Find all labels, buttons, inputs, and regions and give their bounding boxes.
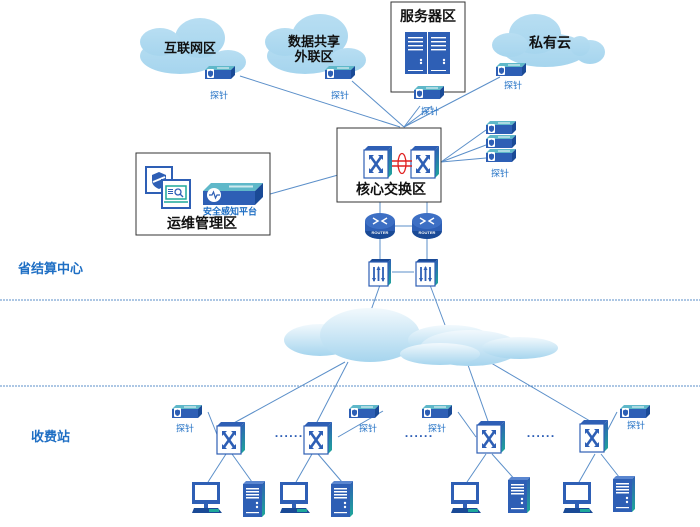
link-wan-station2: [315, 361, 349, 425]
station-switch-icon[interactable]: [302, 420, 334, 456]
link-wan-station1: [231, 361, 346, 425]
link-privatecloud-core: [403, 76, 501, 128]
core-zone-label: 核心交换区: [356, 182, 426, 198]
link-server-probe-core: [403, 105, 433, 128]
link-server-core: [403, 105, 421, 128]
probe-icon[interactable]: [172, 405, 202, 418]
private-cloud-zone-label: 私有云: [529, 35, 571, 52]
firewall-icon[interactable]: [415, 258, 439, 287]
connection-lines: [207, 75, 624, 483]
data-share-label-line2: 外联区: [294, 50, 334, 65]
server-rack-icon: [405, 32, 450, 74]
redundant-link-icon: [392, 152, 412, 175]
data-share-zone-label: 数据共享 外联区: [288, 35, 340, 65]
station-switch-icon[interactable]: [578, 418, 610, 454]
probe-label: 探针: [358, 424, 378, 435]
core-switch-icon[interactable]: [409, 144, 441, 180]
firewall-icon[interactable]: [368, 258, 392, 287]
probe-label: 探针: [209, 91, 229, 102]
probe-icon[interactable]: [325, 66, 355, 79]
data-share-label-line1: 数据共享: [287, 35, 341, 50]
probe-label: 探针: [175, 424, 195, 435]
tier-label-toll-station: 收费站: [31, 430, 71, 445]
server-tower-icon[interactable]: [331, 481, 353, 517]
tier-label-provincial: 省结算中心: [18, 262, 84, 277]
private-cloud-zone-cloud: [492, 14, 605, 67]
server-tower-icon[interactable]: [613, 476, 635, 512]
internet-zone-cloud: [140, 18, 246, 74]
probe-icon[interactable]: [205, 66, 235, 79]
ellipsis-more-stations: ······: [526, 431, 556, 443]
probe-label: 探针: [427, 424, 447, 435]
router-icon[interactable]: [411, 212, 443, 240]
wan-cloud: [284, 308, 558, 366]
probe-icon[interactable]: [422, 405, 452, 418]
core-switch-icon[interactable]: [362, 144, 394, 180]
ellipsis-more-stations: ······: [274, 431, 304, 443]
server-zone-label: 服务器区: [400, 9, 456, 25]
security-console-icon: [145, 166, 191, 209]
link-core-probe2: [440, 144, 487, 163]
router-icon[interactable]: [364, 212, 396, 240]
security-platform-label: 安全感知平台: [202, 207, 258, 218]
probe-label: 探针: [490, 169, 510, 180]
probe-icon[interactable]: [486, 121, 516, 134]
station-switch-icon[interactable]: [475, 419, 507, 455]
workstation-icon[interactable]: [192, 482, 222, 513]
ops-zone-label: 运维管理区: [167, 216, 237, 232]
probe-icon[interactable]: [496, 63, 526, 76]
data-share-zone-cloud: [265, 14, 366, 74]
probe-label: 探针: [420, 107, 440, 118]
server-tower-icon[interactable]: [243, 481, 265, 517]
probe-label: 探针: [626, 421, 646, 432]
link-datashare-core: [351, 80, 405, 128]
probe-label: 探针: [503, 81, 523, 92]
link-core-probe1: [440, 129, 487, 163]
ellipsis-more-stations: ······: [404, 431, 434, 443]
probe-icon[interactable]: [414, 86, 444, 99]
workstation-icon[interactable]: [563, 482, 593, 513]
probe-label: 探针: [330, 91, 350, 102]
security-platform-appliance-icon: [203, 183, 263, 205]
link-wan-station4: [485, 359, 591, 422]
probe-icon[interactable]: [349, 405, 379, 418]
link-wan-station3: [467, 364, 490, 425]
internet-zone-label: 互联网区: [163, 41, 217, 57]
station-switch-icon[interactable]: [215, 420, 247, 456]
probe-icon[interactable]: [486, 149, 516, 162]
workstation-icon[interactable]: [451, 482, 481, 513]
link-internet-core: [239, 75, 401, 128]
probe-icon[interactable]: [620, 405, 650, 418]
server-tower-icon[interactable]: [508, 477, 530, 513]
workstation-icon[interactable]: [280, 482, 310, 513]
link-core-probe3: [440, 157, 487, 163]
probe-icon[interactable]: [486, 135, 516, 148]
